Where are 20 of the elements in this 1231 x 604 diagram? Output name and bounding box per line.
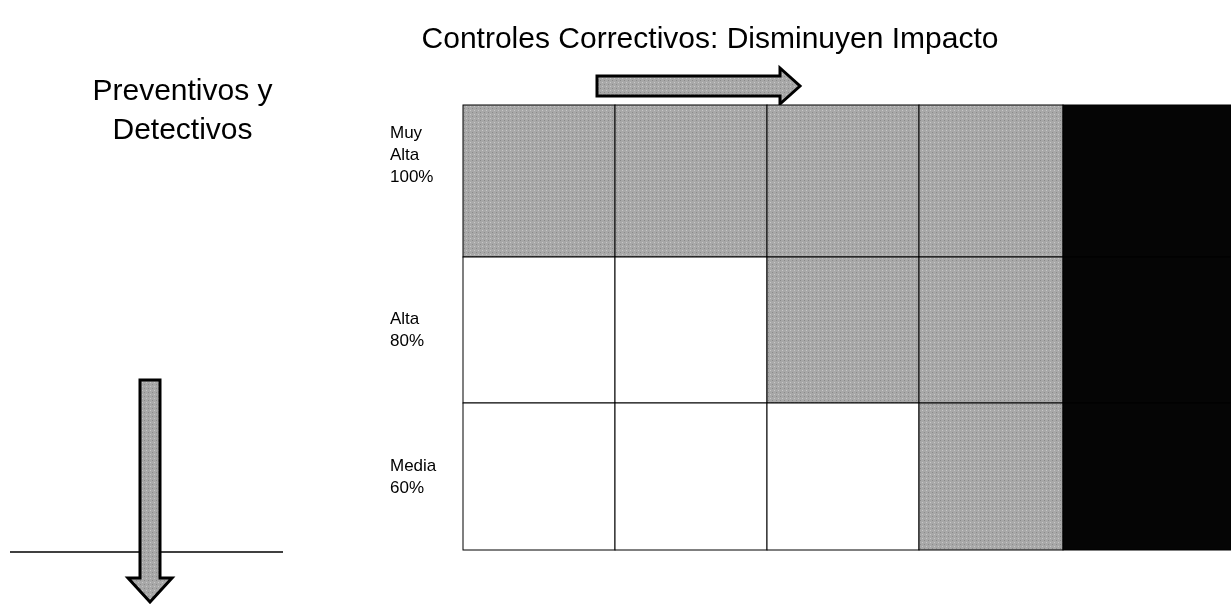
axis-heading: Preventivos y Detectivos [91,72,274,147]
matrix-cell [766,256,920,404]
matrix-cell [1062,402,1231,551]
matrix-cell [918,402,1064,551]
matrix-cell [1062,256,1231,404]
matrix-cell [614,402,768,551]
matrix-cell [766,104,920,258]
matrix-cell [918,256,1064,404]
matrix-cell [766,402,920,551]
axis-heading: Controles Correctivos: Disminuyen Impacto [420,20,1000,56]
matrix-cell [614,256,768,404]
matrix-cell [462,402,616,551]
row-label: Media 60% [390,455,438,500]
matrix-cell [462,256,616,404]
row-label: Muy Alta 100% [390,122,435,189]
matrix-cell [462,104,616,258]
matrix-cell [1062,104,1231,258]
matrix-cell [918,104,1064,258]
matrix-cell [614,104,768,258]
row-label: Alta 80% [390,308,426,353]
